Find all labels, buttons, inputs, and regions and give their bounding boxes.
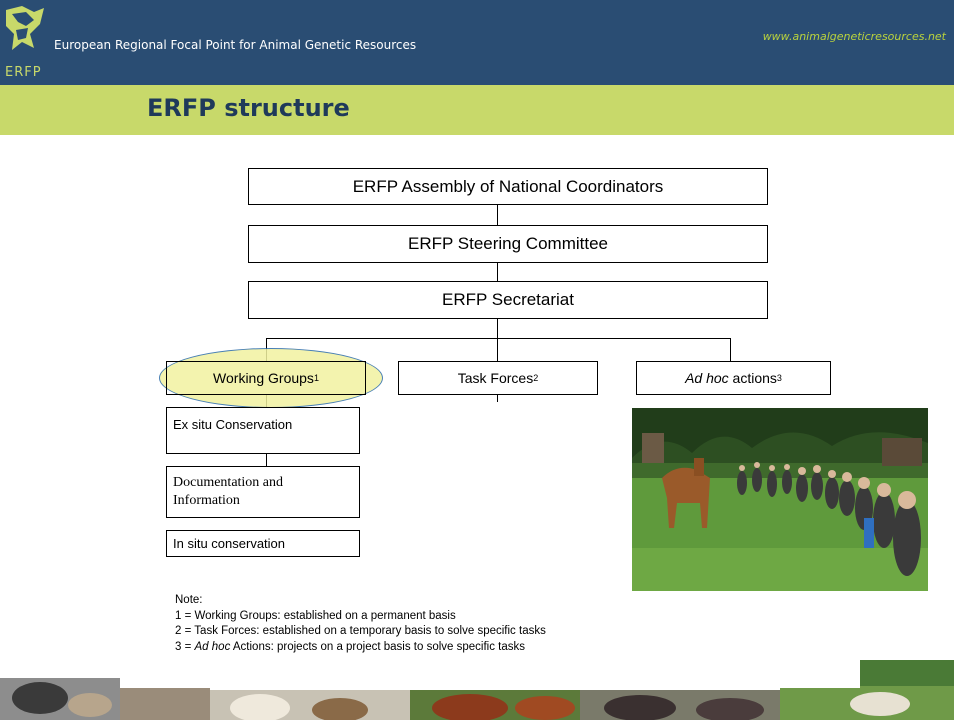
footnote-block: Note: 1 = Working Groups: established on… <box>175 593 546 655</box>
ad-hoc-sup: 3 <box>776 373 782 383</box>
secretariat-label: ERFP Secretariat <box>442 290 574 309</box>
wg-item-in-situ: In situ conservation <box>166 530 360 557</box>
note-line-3: 3 = Ad hoc Actions: projects on a projec… <box>175 640 546 656</box>
svg-text:ERFP: ERFP <box>5 65 42 80</box>
wg-item-ex-situ-label: Ex situ Conservation <box>173 417 293 432</box>
connector-line <box>266 338 730 339</box>
connector-line <box>497 262 498 282</box>
note-line-3-pre: 3 = <box>175 640 195 653</box>
note-line-1: 1 = Working Groups: established on a per… <box>175 609 456 622</box>
title-bar <box>0 85 954 135</box>
assembly-box: ERFP Assembly of National Coordinators <box>248 168 768 205</box>
secretariat-box: ERFP Secretariat <box>248 281 768 319</box>
working-groups-label: Working Groups <box>213 370 314 386</box>
assembly-label: ERFP Assembly of National Coordinators <box>352 176 664 196</box>
connector-line <box>497 338 498 362</box>
field-visit-photo <box>632 408 928 591</box>
note-line-3-rest: Actions: projects on a project basis to … <box>230 640 525 653</box>
slide-title: ERFP structure <box>147 94 350 122</box>
ad-hoc-rest: actions <box>728 370 777 386</box>
steering-committee-box: ERFP Steering Committee <box>248 225 768 263</box>
steering-committee-label: ERFP Steering Committee <box>408 234 608 253</box>
erfp-logo-icon: ERFP <box>5 6 44 80</box>
task-forces-sup: 2 <box>533 373 539 383</box>
ad-hoc-italic: Ad hoc <box>685 370 729 386</box>
connector-line <box>266 453 267 467</box>
note-line-3-italic: Ad hoc <box>194 640 231 653</box>
working-groups-sup: 1 <box>313 373 319 383</box>
connector-line <box>497 204 498 226</box>
connector-line <box>730 338 731 362</box>
header-subtitle: European Regional Focal Point for Animal… <box>54 38 417 52</box>
wg-item-ex-situ: Ex situ Conservation <box>166 407 360 454</box>
note-line-2: 2 = Task Forces: established on a tempor… <box>175 625 546 637</box>
connector-line <box>497 318 498 338</box>
wg-item-in-situ-label: In situ conservation <box>173 536 286 551</box>
note-heading: Note: <box>175 594 203 606</box>
task-forces-label: Task Forces <box>457 370 534 386</box>
wg-item-documentation-label: Documentation and Information <box>173 475 284 508</box>
wg-item-documentation: Documentation and Information <box>166 466 360 518</box>
animal-photo-strip <box>0 660 954 722</box>
website-link[interactable]: www.animalgeneticresources.net <box>762 30 946 43</box>
connector-line <box>497 394 498 402</box>
header-bar: ERFP European Regional Focal Point for A… <box>0 0 954 85</box>
